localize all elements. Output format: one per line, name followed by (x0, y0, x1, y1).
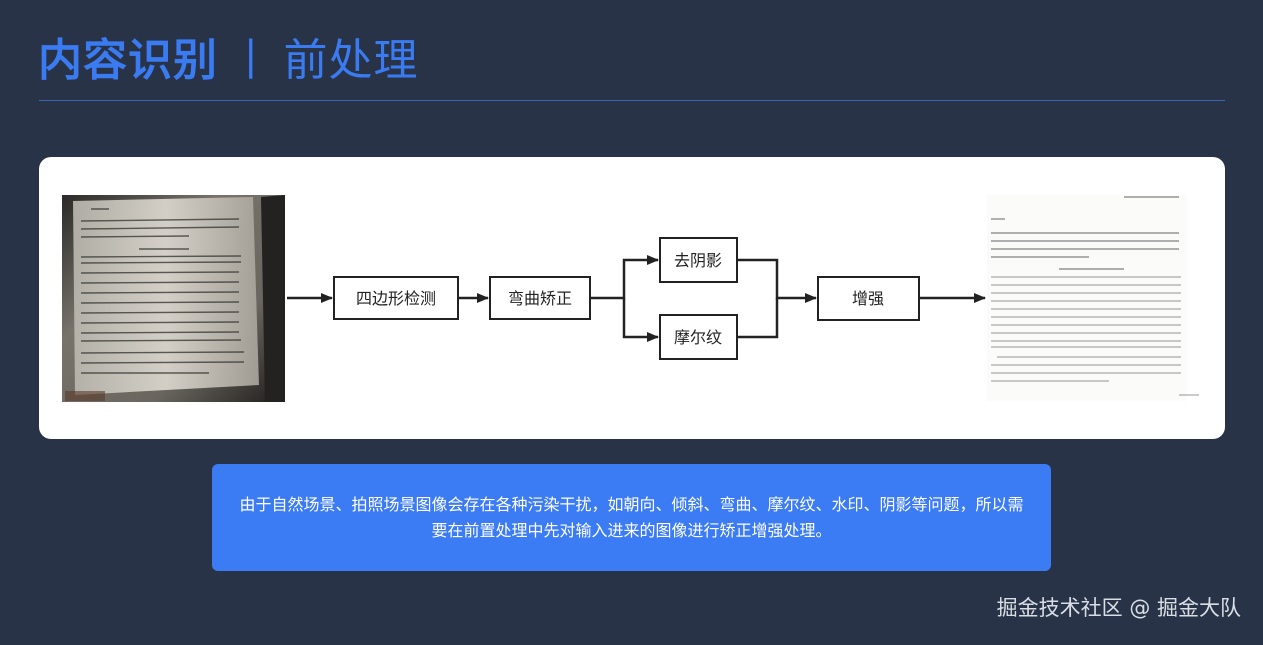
node-shadow-removal: 去阴影 (659, 237, 738, 283)
node-quad-detection-label: 四边形检测 (356, 289, 436, 308)
pipeline-edges (287, 255, 986, 342)
output-enhanced-image (985, 193, 1201, 403)
node-curve-correction: 弯曲矫正 (489, 276, 591, 320)
title-divider (39, 100, 1225, 101)
edge-shadow-to-enhance (737, 258, 817, 303)
node-moire: 摩尔纹 (659, 314, 738, 360)
node-shadow-removal-label: 去阴影 (674, 251, 722, 270)
caption-text: 由于自然场景、拍照场景图像会存在各种污染干扰，如朝向、倾斜、弯曲、摩尔纹、水印、… (239, 494, 1024, 540)
edge-moire-to-enhance (737, 298, 779, 339)
title-main: 内容识别 (38, 35, 218, 86)
node-moire-label: 摩尔纹 (674, 328, 722, 347)
node-curve-correction-label: 弯曲矫正 (508, 289, 572, 308)
watermark: 掘金技术社区 @ 掘金大队 (996, 596, 1241, 620)
title-subtitle: 前处理 (283, 35, 419, 86)
pipeline-diagram: 四边形检测 弯曲矫正 去阴影 摩尔纹 增强 (62, 193, 1201, 403)
input-photo-image (62, 195, 285, 402)
title-separator: | (244, 33, 258, 79)
edge-curve-to-moire (622, 298, 659, 342)
node-enhance-label: 增强 (852, 289, 884, 308)
edge-curve-to-shadow (590, 255, 659, 300)
caption-box: 由于自然场景、拍照场景图像会存在各种污染干扰，如朝向、倾斜、弯曲、摩尔纹、水印、… (212, 464, 1051, 571)
node-enhance: 增强 (817, 276, 920, 321)
pipeline-diagram-card: 四边形检测 弯曲矫正 去阴影 摩尔纹 增强 (39, 157, 1225, 439)
page-title: 内容识别 | 前处理 (38, 24, 418, 88)
node-quad-detection: 四边形检测 (333, 276, 459, 320)
